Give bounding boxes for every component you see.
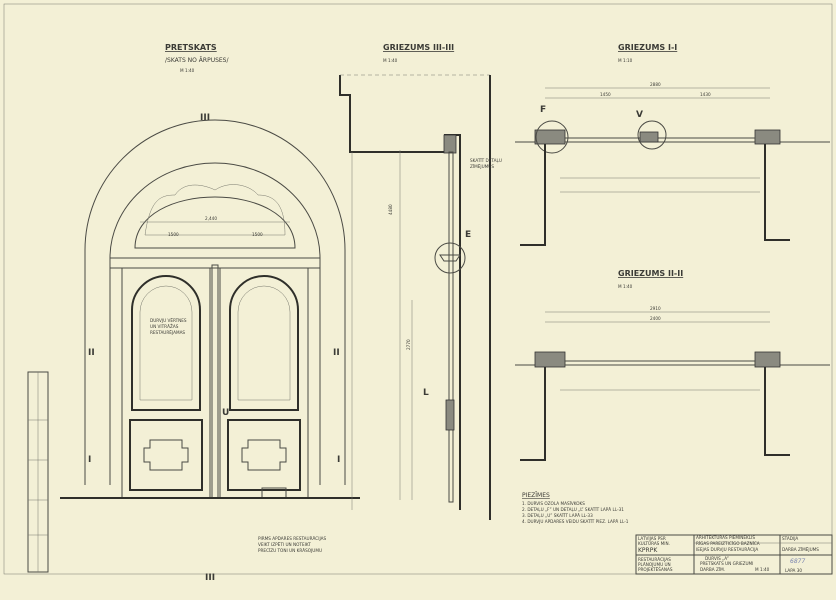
right-arched-panel bbox=[229, 275, 299, 411]
section-note-2: ZĪMĒJUMUS bbox=[470, 164, 494, 169]
detail-marker-e: E bbox=[465, 230, 471, 240]
dim-s1-a: 1450 bbox=[600, 92, 611, 97]
elevation-view: PRETSKATS /SKATS NO ĀRPUSES/ M 1:40 2,44… bbox=[60, 43, 360, 583]
detail-marker-f: F bbox=[540, 105, 546, 115]
dim-panel-right: 1500 bbox=[252, 232, 263, 237]
note-item: 4. DURVJU APDARES VEIDU SKATĪT PIEZ. LAP… bbox=[522, 519, 629, 524]
section-note-1: SKATĪT DETAĻU bbox=[470, 158, 502, 163]
dim-height: 4480 bbox=[388, 204, 393, 215]
scale: M 1:40 bbox=[755, 567, 770, 572]
elevation-title: PRETSKATS bbox=[165, 43, 217, 52]
note-item: 1. DURVIS OZOLA MASĪVKOKS bbox=[522, 501, 585, 506]
signature: 6877 bbox=[790, 558, 805, 565]
phase-label: STADIJA bbox=[782, 536, 798, 541]
section-marker-i-right: I bbox=[337, 455, 340, 465]
section-marker-iii-bottom: III bbox=[205, 573, 215, 583]
dim-s2-a: 2400 bbox=[650, 316, 661, 321]
section-marker-ii-left: II bbox=[88, 348, 95, 358]
project-3: IEEJAS DURVJU RESTAURĀCIJA bbox=[696, 547, 758, 552]
right-lower-panel bbox=[227, 419, 301, 491]
stage: DARBA ZĪM. bbox=[700, 567, 725, 572]
dim-s2-total: 2910 bbox=[650, 306, 661, 311]
dept-1: RESTAURĀCIJAS bbox=[638, 557, 671, 562]
panel-note-1: DURVJU VĒRTNES bbox=[150, 318, 187, 323]
detail-marker-l: L bbox=[423, 388, 429, 398]
section-marker-i-left: I bbox=[88, 455, 91, 465]
project-2: RĪGAS PAREIZTICĪGO BAZNĪCA bbox=[696, 541, 760, 546]
detail-marker-v: V bbox=[636, 110, 643, 120]
panel-note-2: UN VITRĀŽAS bbox=[150, 324, 179, 329]
revision-grid bbox=[27, 371, 49, 573]
org-code: KPRPK bbox=[638, 547, 658, 554]
org-name-1: LATVIJAS PSR bbox=[638, 536, 666, 541]
dim-panel-left: 1500 bbox=[168, 232, 179, 237]
section-iii-scale: M 1:40 bbox=[383, 58, 398, 63]
notes-title: PIEZĪMES bbox=[522, 492, 550, 499]
sheet-title-2: PRETSKATS UN GRIEZUMI bbox=[700, 561, 753, 566]
section-i-title: GRIEZUMS I-I bbox=[618, 43, 677, 52]
left-lower-panel bbox=[129, 419, 203, 491]
sheet-border bbox=[3, 3, 833, 575]
outer-arch bbox=[84, 119, 346, 485]
detail-marker-u: U bbox=[222, 408, 229, 418]
notes-block: PIEZĪMES 1. DURVIS OZOLA MASĪVKOKS 2. DE… bbox=[522, 492, 629, 524]
section-marker-ii-right: II bbox=[333, 348, 340, 358]
title-block: LATVIJAS PSR KULTŪRAS MIN. KPRPK RESTAUR… bbox=[635, 534, 833, 575]
elevation-note-3: PRECĪZU TONI UN KRĀSOJUMU bbox=[258, 548, 322, 553]
dept-3: PROJEKTĒŠANAS bbox=[638, 567, 673, 572]
elevation-subtitle: /SKATS NO ĀRPUSES/ bbox=[165, 57, 229, 64]
dim-height-2: 2770 bbox=[406, 339, 411, 350]
dim-width: 2,440 bbox=[205, 216, 217, 221]
project-1: ARHITEKTŪRAS PIEMINEKLIS bbox=[696, 535, 755, 540]
sheet-number: LAPA 30 bbox=[785, 568, 802, 573]
section-iii-title: GRIEZUMS III-III bbox=[383, 43, 454, 52]
section-marker-iii-top: III bbox=[200, 113, 210, 123]
dim-s1-total: 2880 bbox=[650, 82, 661, 87]
elevation-note-2: VEIKT IZPĒTI UN NOTEIKT bbox=[258, 542, 311, 547]
section-iii-view: GRIEZUMS III-III M 1:40 E L 4480 2770 SK… bbox=[339, 43, 502, 520]
org-name-2: KULTŪRAS MIN. bbox=[638, 541, 670, 546]
dim-s1-b: 1430 bbox=[700, 92, 711, 97]
note-item: 2. DETAĻU „F” UN DETAĻU „L” SKATĪT LAPĀ … bbox=[522, 507, 624, 512]
note-item: 3. DETAĻU „U” SKATĪT LAPĀ LL-33 bbox=[522, 513, 593, 518]
section-i-view: GRIEZUMS I-I M 1:10 2880 1450 1430 F V bbox=[515, 43, 830, 246]
elevation-note-1: PIRMS APDARES RESTAURĀCIJAS bbox=[258, 536, 326, 541]
section-ii-view: GRIEZUMS II-II M 1:40 2910 2400 bbox=[515, 269, 830, 461]
dept-2: PLĀNOJUMU UN bbox=[638, 562, 671, 567]
left-arched-panel bbox=[131, 275, 201, 411]
elevation-scale: M 1:40 bbox=[180, 68, 195, 73]
stage-right: DARBA ZĪMĒJUMS bbox=[782, 547, 819, 552]
section-ii-title: GRIEZUMS II-II bbox=[618, 269, 683, 278]
section-ii-scale: M 1:40 bbox=[618, 284, 633, 289]
panel-note-3: RESTAURĒJAMAS bbox=[150, 330, 185, 335]
section-i-scale: M 1:10 bbox=[618, 58, 633, 63]
sheet-title-1: DURVIS „A” bbox=[705, 556, 729, 561]
